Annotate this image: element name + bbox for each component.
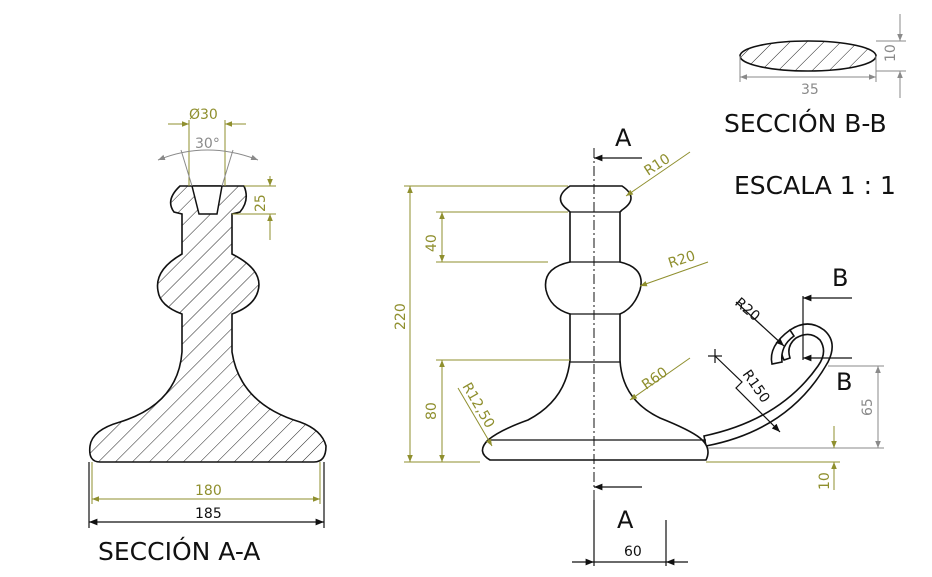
- dim-r-ring: R20: [666, 248, 697, 272]
- dim-base-thickness: 10: [817, 472, 833, 490]
- dim-angle: 30°: [195, 136, 220, 152]
- section-aa-title: SECCIÓN A-A: [98, 536, 260, 566]
- section-letter-a-bottom: A: [617, 506, 634, 534]
- dim-base-height: 80: [424, 402, 440, 420]
- scale-label: ESCALA 1 : 1: [734, 171, 896, 200]
- section-aa-view: Ø30 30° 25 180 185 SECCIÓN A-A: [88, 107, 327, 566]
- section-bb-view: 35 10 SECCIÓN B-B: [724, 14, 906, 138]
- dim-r-handle-arc: R150: [739, 367, 773, 406]
- dim-r-base: R12,50: [459, 380, 498, 431]
- section-letter-b-top: B: [832, 264, 848, 292]
- section-bb-title: SECCIÓN B-B: [724, 108, 887, 138]
- section-aa-profile: [88, 185, 327, 463]
- candlestick-body: [481, 185, 709, 461]
- dim-ring-height: 40: [424, 234, 440, 252]
- dim-outer-width: 185: [195, 506, 222, 522]
- section-bb-profile: [739, 40, 877, 72]
- dim-handle-offset: 60: [624, 544, 642, 560]
- dim-inner-width: 180: [195, 483, 222, 499]
- dim-bb-height: 10: [883, 44, 899, 62]
- handle: [703, 323, 833, 447]
- dim-handle-height: 65: [860, 398, 876, 416]
- dim-r-top: R10: [641, 151, 673, 179]
- dim-total-height: 220: [393, 303, 409, 330]
- section-letter-b-bottom: B: [836, 368, 852, 396]
- dim-bb-width: 35: [801, 82, 819, 98]
- section-letter-a-top: A: [615, 124, 632, 152]
- dim-cup-depth: 25: [253, 194, 269, 212]
- dim-top-diameter: Ø30: [189, 107, 218, 123]
- section-aa-cup: [191, 185, 223, 215]
- dim-r-neck: R60: [639, 364, 671, 393]
- dim-r-handle-loop: R20: [731, 295, 762, 325]
